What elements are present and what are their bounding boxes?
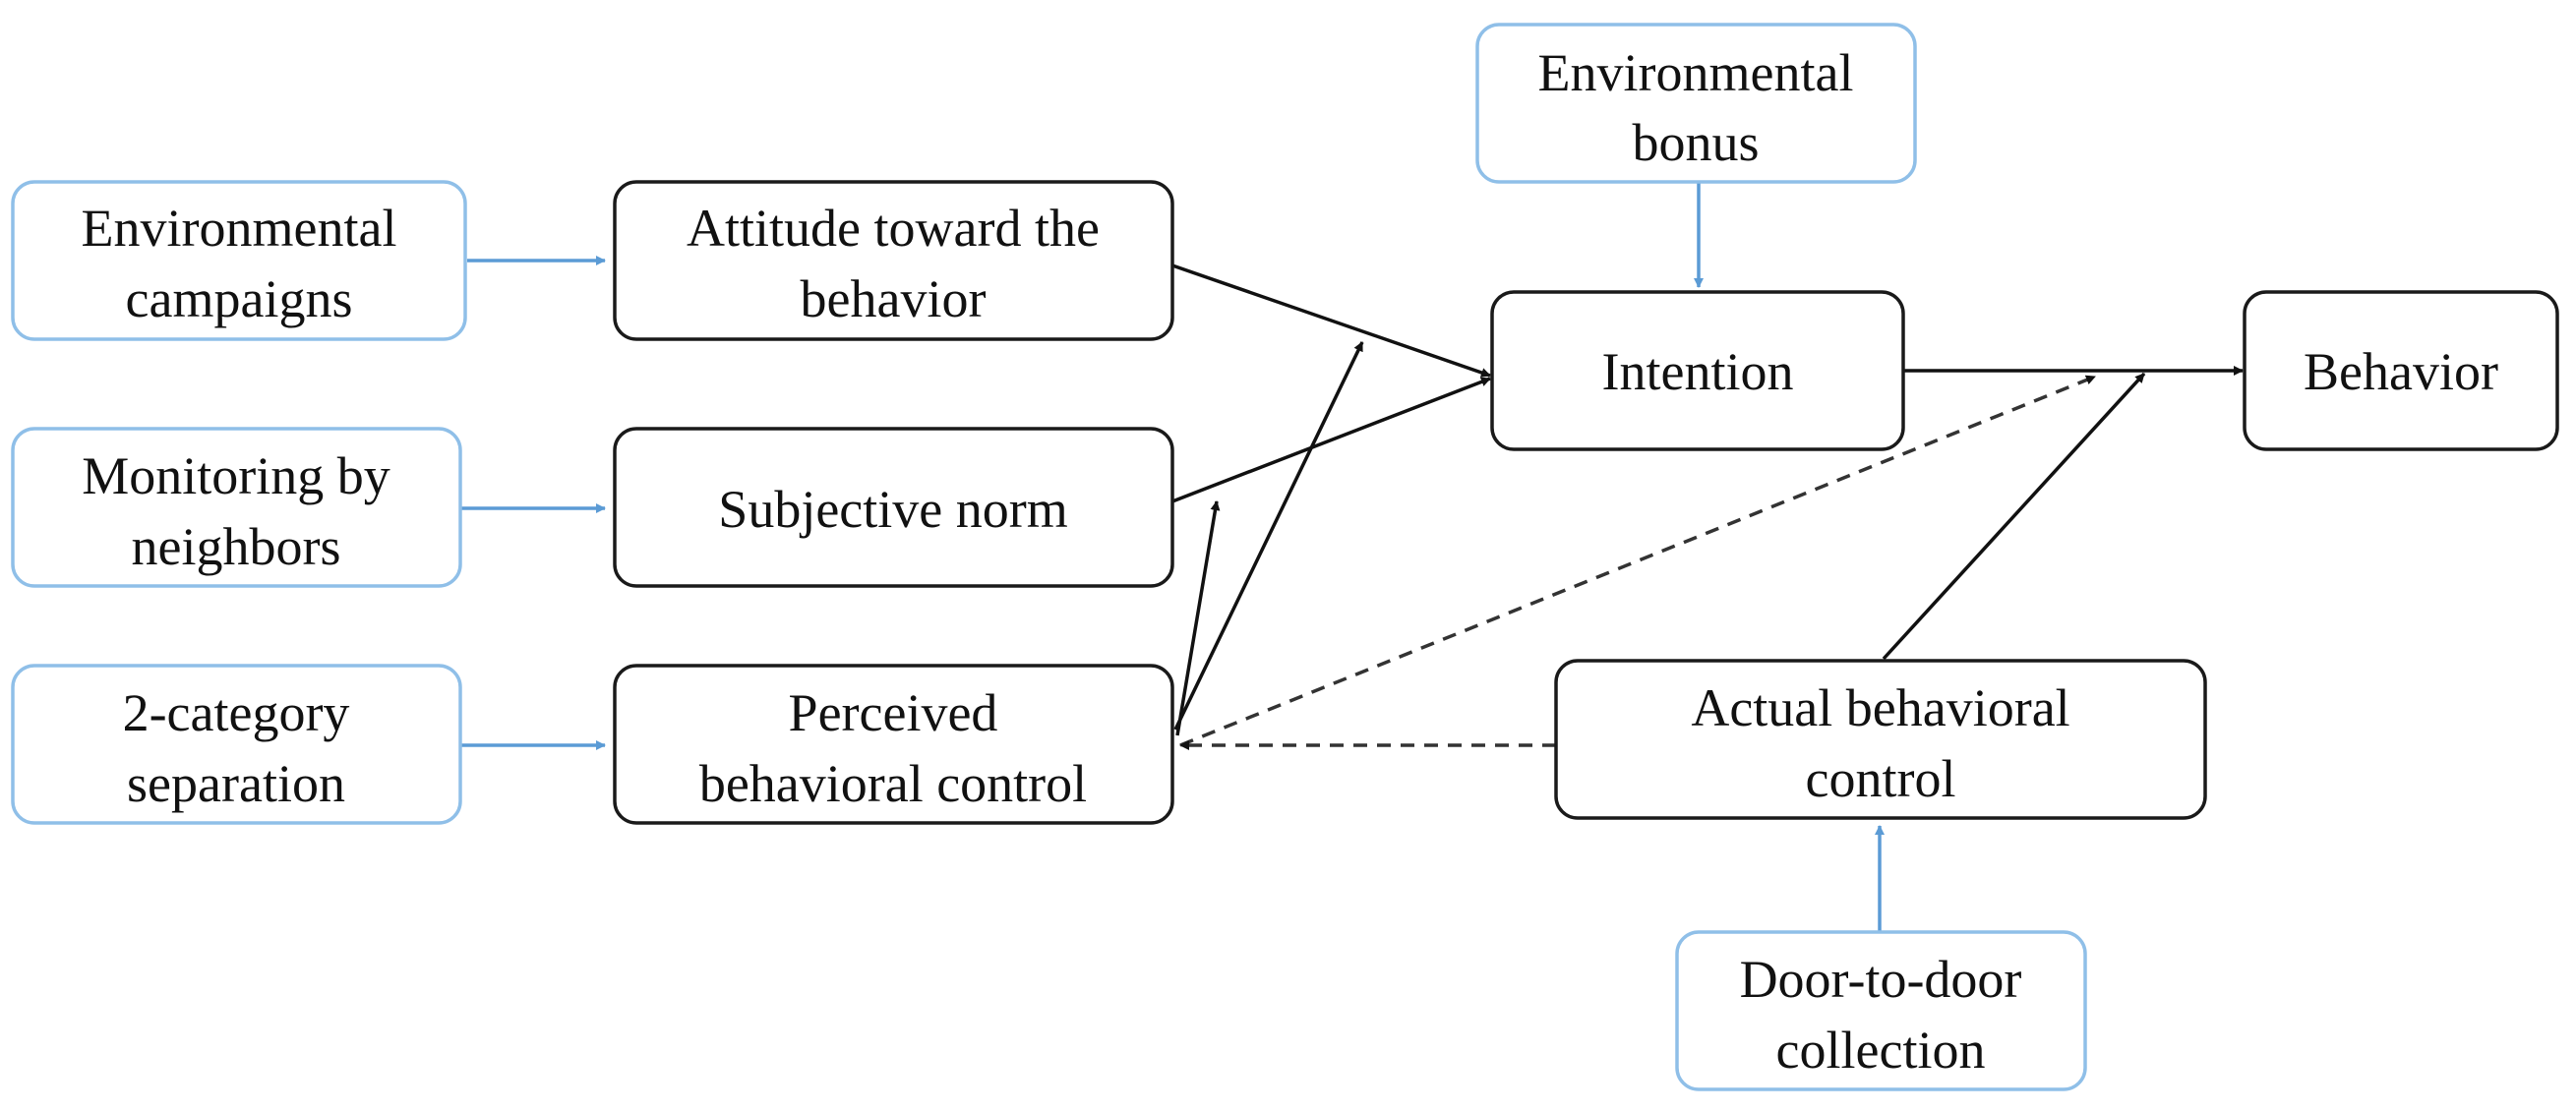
node-door-to-door-collection: Door-to-door collection — [1675, 930, 2087, 1091]
node-environmental-campaigns: Environmental campaigns — [11, 180, 467, 341]
svg-text:campaigns: campaigns — [126, 269, 353, 328]
svg-text:collection: collection — [1776, 1021, 1986, 1080]
node-monitoring-by-neighbors: Monitoring by neighbors — [11, 427, 462, 588]
node-perceived-behavioral-control: Perceived behavioral control — [613, 664, 1174, 825]
edge-attitude-to-intention — [1171, 263, 1491, 378]
svg-text:Perceived: Perceived — [789, 683, 998, 742]
edge-norm-to-intention — [1171, 377, 1491, 503]
node-behavior: Behavior — [2243, 290, 2559, 451]
edges — [460, 182, 2244, 932]
edge-pbc-to-norm-intention-link — [1175, 500, 1221, 736]
svg-text:bonus: bonus — [1632, 113, 1759, 172]
svg-text:control: control — [1806, 749, 1956, 808]
svg-text:Attitude toward the: Attitude toward the — [687, 199, 1100, 258]
svg-text:Subjective norm: Subjective norm — [718, 480, 1067, 539]
node-attitude-toward-the-behavior: Attitude toward the behavior — [613, 180, 1174, 341]
svg-text:behavior: behavior — [801, 269, 987, 328]
svg-text:Intention: Intention — [1602, 342, 1794, 401]
node-two-category-separation: 2-category separation — [11, 664, 462, 825]
node-actual-behavioral-control: Actual behavioral control — [1554, 659, 2207, 820]
node-environmental-bonus: Environmental bonus — [1475, 23, 1917, 184]
node-intention: Intention — [1490, 290, 1905, 451]
edge-pbc-to-attitude-intention-link — [1173, 341, 1364, 731]
svg-text:2-category: 2-category — [123, 683, 350, 742]
svg-text:Monitoring by: Monitoring by — [82, 446, 390, 505]
node-subjective-norm: Subjective norm — [613, 427, 1174, 588]
svg-text:Behavior: Behavior — [2304, 342, 2498, 401]
svg-text:neighbors: neighbors — [132, 517, 341, 576]
svg-text:Environmental: Environmental — [1538, 43, 1854, 102]
svg-text:behavioral control: behavioral control — [699, 754, 1087, 813]
svg-text:Door-to-door: Door-to-door — [1740, 950, 2022, 1009]
svg-text:Actual behavioral: Actual behavioral — [1691, 678, 2069, 737]
svg-text:Environmental: Environmental — [82, 199, 397, 258]
edge-actual-to-intention-behavior-link — [1882, 372, 2146, 661]
svg-text:separation: separation — [127, 754, 345, 813]
